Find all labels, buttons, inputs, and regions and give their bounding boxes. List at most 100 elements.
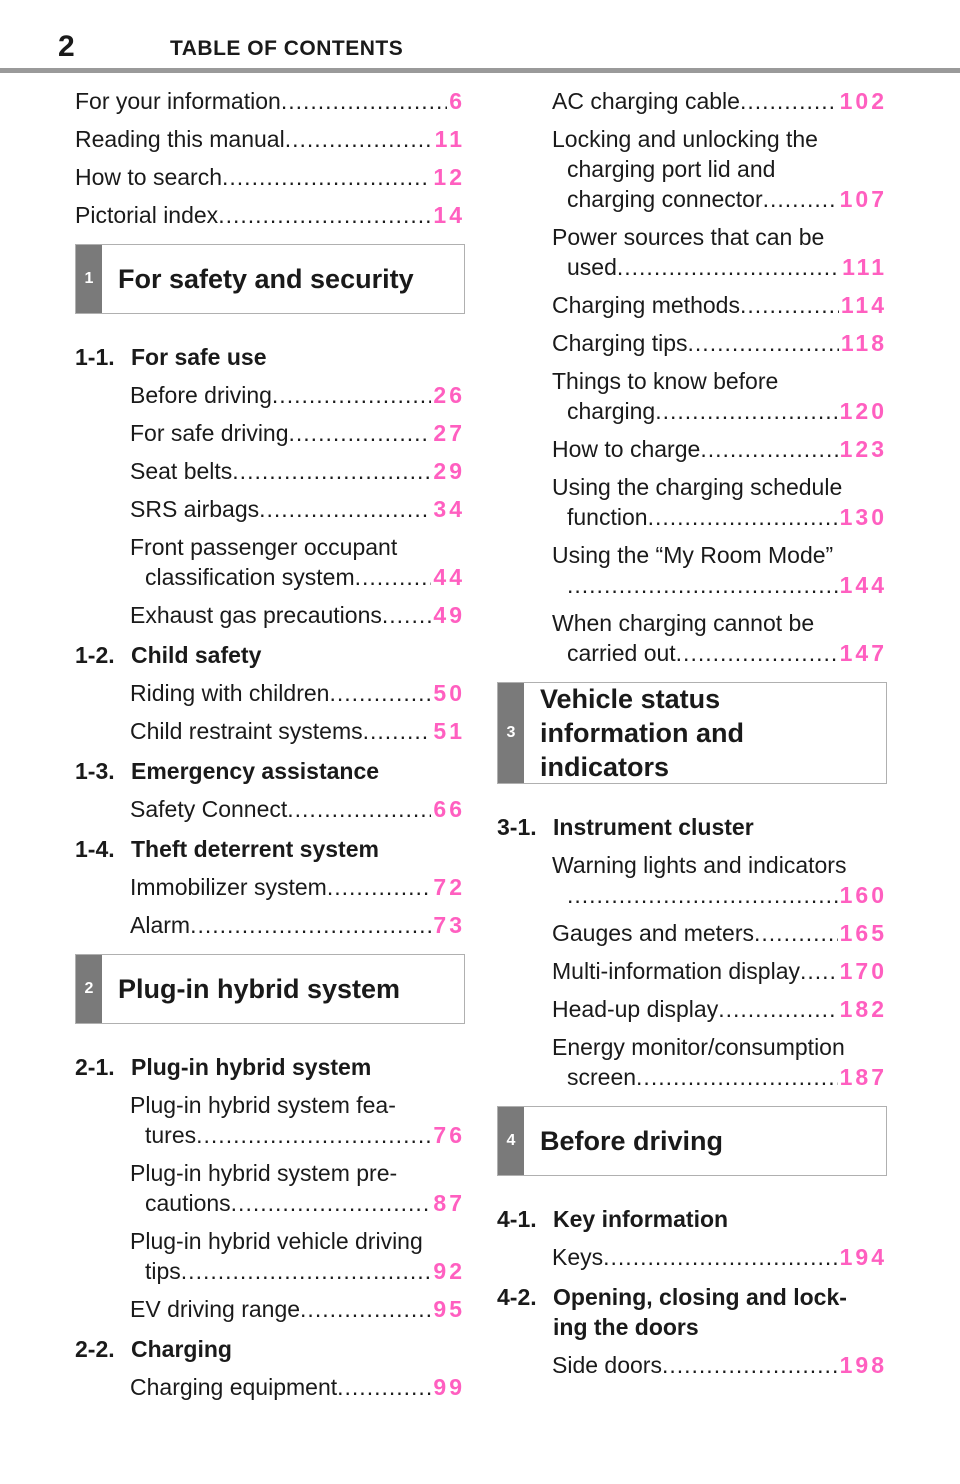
toc-entry[interactable]: Using the “My Room Mode” 144 (552, 540, 887, 600)
page-link[interactable]: 102 (839, 88, 887, 114)
section-number-tab: 1 (76, 245, 102, 313)
page-link[interactable]: 187 (839, 1064, 887, 1090)
toc-entry[interactable]: Immobilizer system72 (75, 872, 465, 902)
toc-entry[interactable]: Child restraint systems51 (75, 716, 465, 746)
page-link[interactable]: 34 (433, 496, 465, 522)
toc-entry[interactable]: For safe driving27 (75, 418, 465, 448)
toc-entry[interactable]: Alarm73 (75, 910, 465, 940)
toc-entry[interactable]: Plug-in hybrid vehicle driving tips92 (75, 1226, 465, 1286)
page-link[interactable]: 76 (433, 1122, 465, 1148)
page-title: TABLE OF CONTENTS (170, 37, 404, 60)
page-link[interactable]: 92 (433, 1258, 465, 1284)
page-link[interactable]: 95 (433, 1296, 465, 1322)
page-link[interactable]: 66 (433, 796, 465, 822)
page-link[interactable]: 111 (842, 254, 887, 280)
page-link[interactable]: 51 (433, 718, 465, 744)
subsection-heading: 2-1.Plug-in hybrid system (75, 1054, 372, 1080)
page-link[interactable]: 11 (434, 126, 465, 152)
toc-entry[interactable]: Exhaust gas precautions49 (75, 600, 465, 630)
page-link[interactable]: 14 (433, 202, 465, 228)
toc-entry[interactable]: Pictorial index14 (75, 200, 465, 230)
toc-entry[interactable]: SRS airbags34 (75, 494, 465, 524)
charging-entries: AC charging cable102 Locking and unlocki… (497, 86, 887, 668)
page-link[interactable]: 26 (433, 382, 465, 408)
toc-entry[interactable]: Plug-in hybrid system pre- cautions87 (75, 1158, 465, 1218)
subsection-heading: 1-1.For safe use (75, 344, 267, 370)
toc-entry[interactable]: Energy monitor/consumption screen187 (497, 1032, 887, 1092)
page-link[interactable]: 130 (839, 504, 887, 530)
toc-entry[interactable]: Keys194 (497, 1242, 887, 1272)
toc-entry[interactable]: Charging methods114 (552, 290, 887, 320)
header-divider (0, 68, 960, 73)
section-header-1[interactable]: 1 For safety and security (75, 244, 465, 314)
page-link[interactable]: 144 (839, 572, 887, 598)
toc-entry[interactable]: Locking and unlocking the charging port … (552, 124, 887, 214)
page-link[interactable]: 73 (433, 912, 465, 938)
toc-entry[interactable]: How to charge123 (552, 434, 887, 464)
toc-entry[interactable]: Side doors198 (497, 1350, 887, 1380)
page-link[interactable]: 118 (840, 330, 887, 356)
page-link[interactable]: 165 (839, 920, 887, 946)
page-link[interactable]: 107 (839, 186, 887, 212)
subsection-heading: 4-2.Opening, closing and lock-ing the do… (497, 1284, 847, 1340)
toc-entry[interactable]: Front passenger occupant classification … (75, 532, 465, 592)
section-header-4[interactable]: 4 Before driving (497, 1106, 887, 1176)
page-link[interactable]: 160 (839, 882, 887, 908)
section-title: Plug-in hybrid system (118, 974, 401, 1004)
page-number: 2 (58, 30, 75, 63)
page-link[interactable]: 114 (840, 292, 887, 318)
page-link[interactable]: 12 (433, 164, 465, 190)
toc-entry[interactable]: EV driving range95 (75, 1294, 465, 1324)
section-title: Before driving (540, 1126, 724, 1156)
subsection-heading: 1-4.Theft deterrent system (75, 836, 379, 862)
toc-entry[interactable]: Gauges and meters165 (497, 918, 887, 948)
page-link[interactable]: 87 (433, 1190, 465, 1216)
page-link[interactable]: 120 (839, 398, 887, 424)
page-link[interactable]: 72 (433, 874, 465, 900)
page-link[interactable]: 147 (839, 640, 887, 666)
subsection-heading: 3-1.Instrument cluster (497, 814, 754, 840)
page-link[interactable]: 99 (433, 1374, 465, 1400)
page-link[interactable]: 123 (839, 436, 887, 462)
section-title: For safety and security (118, 264, 414, 294)
toc-entry[interactable]: Things to know before charging120 (552, 366, 887, 426)
page-header: 2 TABLE OF CONTENTS (0, 0, 960, 76)
toc-entry[interactable]: Warning lights and indicators 160 (497, 850, 887, 910)
page-link[interactable]: 27 (433, 420, 465, 446)
toc-left-column: For your information6 Reading this manua… (75, 86, 465, 1410)
page-link[interactable]: 198 (839, 1352, 887, 1378)
page-link[interactable]: 49 (433, 602, 465, 628)
page-link[interactable]: 170 (839, 958, 887, 984)
toc-entry[interactable]: AC charging cable102 (552, 86, 887, 116)
page-link[interactable]: 29 (433, 458, 465, 484)
subsection-heading: 1-2.Child safety (75, 642, 262, 668)
page-link[interactable]: 182 (839, 996, 887, 1022)
toc-entry[interactable]: Safety Connect66 (75, 794, 465, 824)
page-link[interactable]: 50 (433, 680, 465, 706)
toc-entry[interactable]: Using the charging schedule function130 (552, 472, 887, 532)
toc-entry[interactable]: For your information6 (75, 86, 465, 116)
subsection-heading: 1-3.Emergency assistance (75, 758, 380, 784)
subsection-heading: 2-2.Charging (75, 1336, 232, 1362)
toc-entry[interactable]: Plug-in hybrid system fea- tures76 (75, 1090, 465, 1150)
page-link[interactable]: 44 (433, 564, 465, 590)
toc-entry[interactable]: Before driving26 (75, 380, 465, 410)
toc-entry[interactable]: Reading this manual11 (75, 124, 465, 154)
toc-entry[interactable]: Multi-information display170 (497, 956, 887, 986)
toc-entry[interactable]: Head-up display182 (497, 994, 887, 1024)
toc-entry[interactable]: When charging cannot be carried out147 (552, 608, 887, 668)
section-title: Vehicle status information and indicator… (540, 684, 744, 782)
page-link[interactable]: 194 (839, 1244, 887, 1270)
page-link[interactable]: 6 (449, 88, 465, 114)
toc-entry[interactable]: Riding with children50 (75, 678, 465, 708)
toc-entry[interactable]: Charging equipment99 (75, 1372, 465, 1402)
toc-entry[interactable]: How to search12 (75, 162, 465, 192)
toc-entry[interactable]: Charging tips118 (552, 328, 887, 358)
section-number-tab: 4 (498, 1107, 524, 1175)
toc-entry[interactable]: Power sources that can be used111 (552, 222, 887, 282)
toc-entry[interactable]: Seat belts29 (75, 456, 465, 486)
section-header-3[interactable]: 3 Vehicle status information and indicat… (497, 682, 887, 784)
section-header-2[interactable]: 2 Plug-in hybrid system (75, 954, 465, 1024)
toc-right-column: AC charging cable102 Locking and unlocki… (497, 86, 887, 1388)
subsection-heading: 4-1.Key information (497, 1206, 729, 1232)
